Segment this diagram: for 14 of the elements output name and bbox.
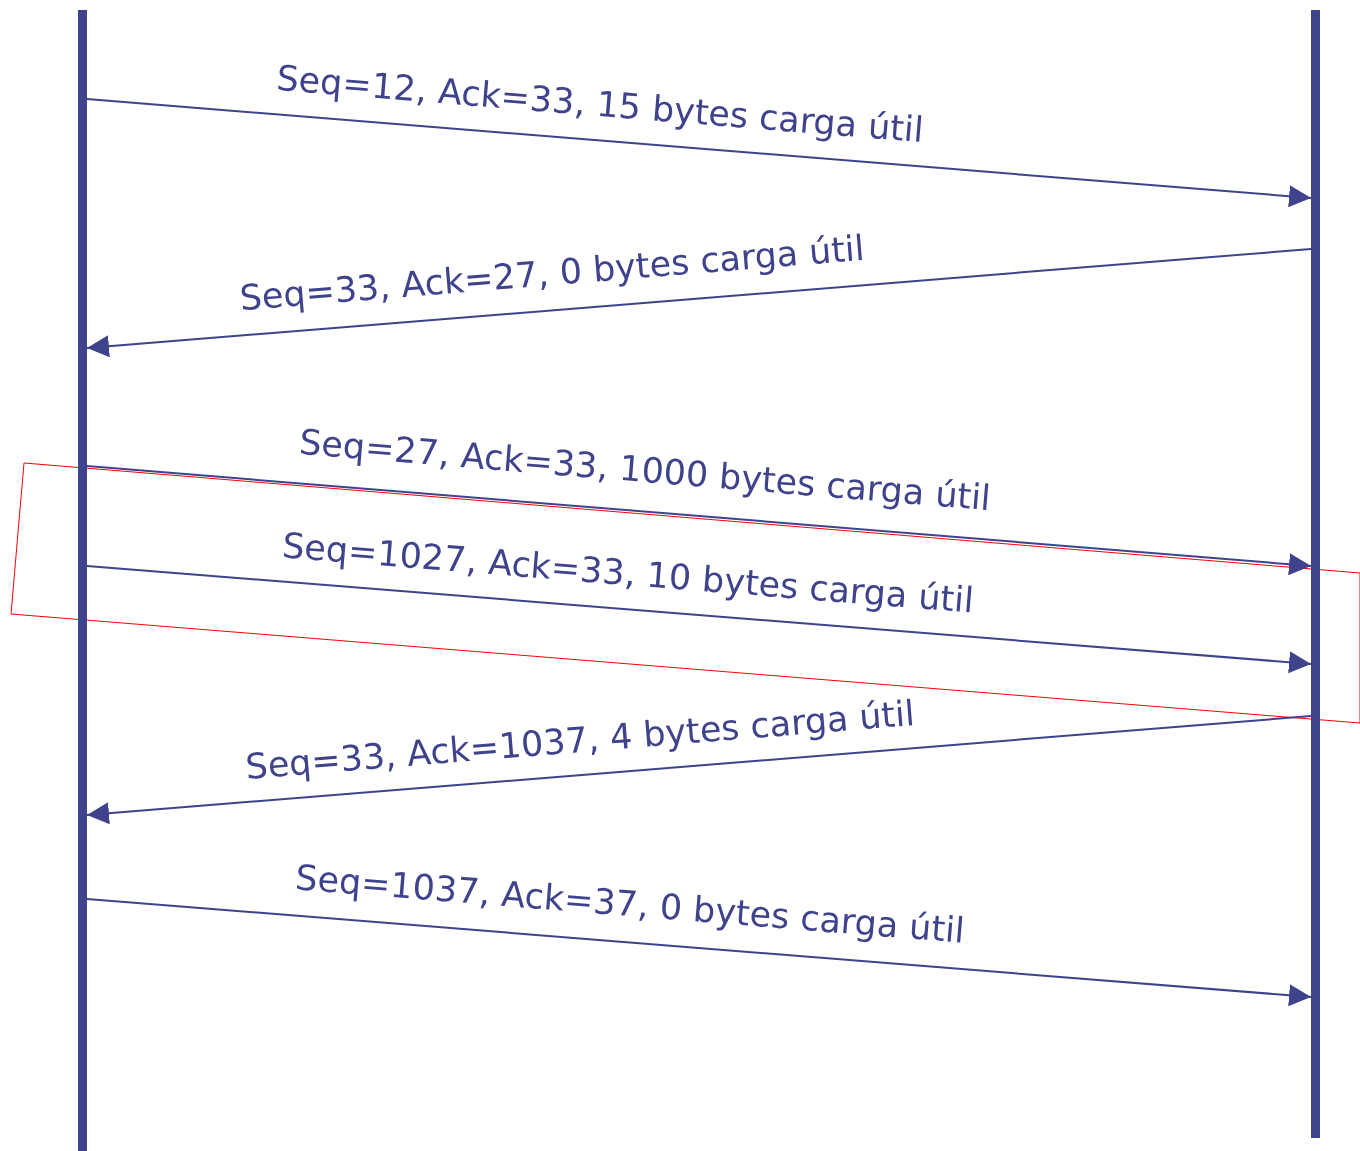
edge-label: Seq=12, Ack=33, 15 bytes carga útil	[275, 57, 925, 151]
message-arrow	[86, 715, 1312, 825]
lifeline-bar	[78, 10, 87, 1151]
edge-label: Seq=27, Ack=33, 1000 bytes carga útil	[297, 421, 993, 519]
message-arrow	[86, 565, 1312, 674]
edge-label: Seq=33, Ack=1037, 4 bytes carga útil	[243, 693, 917, 787]
edge-label: Seq=1037, Ack=37, 0 bytes carga útil	[293, 857, 967, 951]
message-arrow	[86, 465, 1312, 576]
edge-label: Seq=33, Ack=27, 0 bytes carga útil	[238, 227, 866, 319]
edge-label: Seq=1027, Ack=33, 10 bytes carga útil	[280, 525, 976, 621]
message-arrow	[86, 248, 1312, 358]
message-arrow	[86, 898, 1312, 1007]
message-arrow	[86, 98, 1312, 208]
lifeline-bar	[1311, 10, 1320, 1138]
